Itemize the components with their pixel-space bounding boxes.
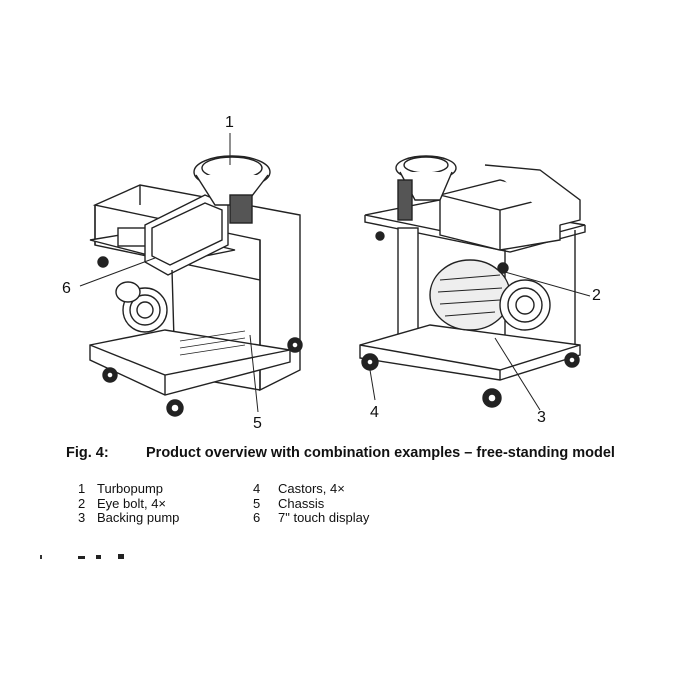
legend-number: 2 (78, 495, 86, 511)
legend-left: 1 Turbopump 2 Eye bolt, 4× 3 Backing pump (78, 481, 180, 526)
figure-caption: Fig. 4: Product overview with combination… (66, 445, 615, 461)
callout-6: 6 (62, 280, 71, 297)
legend-item: 6 7" touch display (253, 510, 370, 526)
legend-right: 4 Castors, 4× 5 Chassis 6 7" touch display (253, 481, 370, 526)
legend-item: 2 Eye bolt, 4× (78, 495, 179, 512)
legend-label: 7" touch display (278, 510, 370, 525)
legend-label: Chassis (278, 495, 325, 511)
legend-label: Turbopump (97, 481, 163, 496)
legend-item: 5 Chassis (253, 495, 369, 512)
legend-item: 4 Castors, 4× (253, 481, 369, 497)
cut-off-text-fragment (40, 554, 124, 559)
legend-number: 5 (253, 495, 261, 511)
legend-label: Backing pump (97, 510, 180, 525)
callout-1: 1 (225, 114, 234, 131)
callout-2: 2 (592, 287, 601, 304)
legend-item: 1 Turbopump (78, 481, 179, 497)
callout-4: 4 (370, 404, 379, 421)
legend-label: Eye bolt, 4× (97, 495, 167, 511)
legend-label: Castors, 4× (278, 481, 345, 496)
figure-number: Fig. 4: (66, 445, 109, 461)
legend-number: 6 (253, 510, 261, 525)
right-machine (359, 155, 586, 408)
product-illustration (79, 133, 591, 417)
legend-number: 3 (78, 510, 86, 525)
legend-item: 3 Backing pump (78, 510, 180, 526)
legend-number: 4 (253, 481, 261, 496)
legend-number: 1 (78, 481, 86, 496)
callout-5: 5 (253, 415, 262, 432)
left-machine (89, 155, 303, 417)
figure-title: Product overview with combination exampl… (146, 445, 615, 461)
callout-3: 3 (537, 409, 546, 426)
leader-lines (79, 133, 591, 413)
